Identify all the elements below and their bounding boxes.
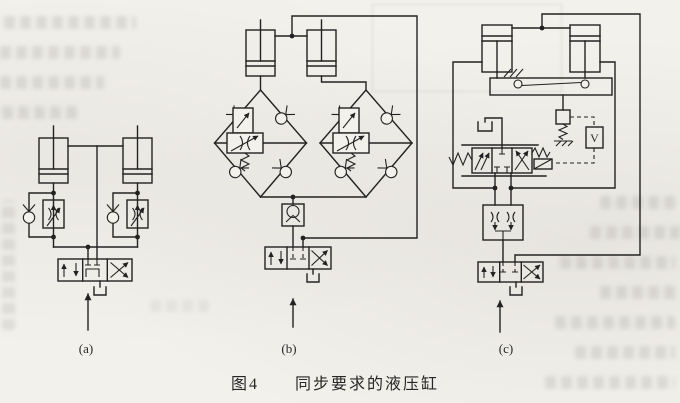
directional-valve	[57, 258, 133, 282]
tank-icon	[477, 121, 493, 132]
check-valve-boxed	[281, 196, 305, 248]
flow-divider	[482, 204, 524, 241]
signal-line	[570, 116, 595, 127]
hydraulic-cylinder	[38, 125, 69, 184]
flow-control-valve	[226, 107, 264, 172]
directional-valve	[477, 261, 544, 283]
throttle-check-unit	[22, 182, 65, 248]
sublabel-c: (c)	[499, 341, 513, 356]
circuit-b: (b)	[213, 15, 418, 356]
check-valve-bridge	[319, 75, 413, 199]
tank-icon	[93, 280, 107, 296]
signal-line	[554, 148, 595, 164]
spring-icon	[557, 123, 569, 140]
ground-hatch-icon	[554, 140, 574, 147]
hydraulic-cylinder	[306, 19, 337, 77]
figure-number: 图4	[231, 376, 259, 393]
check-valve-bridge	[213, 75, 308, 199]
beam-lever-linkage	[489, 68, 613, 96]
sublabel-b: (b)	[281, 341, 296, 356]
spring-icon	[531, 146, 551, 159]
pipe	[514, 13, 641, 263]
ground-hatch-icon	[503, 68, 524, 78]
hydraulic-cylinder	[481, 24, 513, 79]
hydraulic-cylinder	[245, 19, 276, 77]
amplifier: V	[585, 126, 604, 149]
amplifier-label: V	[590, 131, 599, 145]
position-sensor	[554, 94, 574, 147]
pipe	[510, 61, 616, 189]
solenoid-icon	[533, 158, 553, 170]
hydraulic-cylinder	[122, 125, 153, 184]
throttle-check-unit	[106, 182, 149, 248]
directional-valve	[264, 246, 332, 270]
sublabel-a: (a)	[79, 341, 93, 356]
circuit-a: (a)	[22, 125, 153, 356]
servo-valve	[448, 117, 553, 177]
drain-line	[484, 117, 503, 149]
tank-icon	[509, 281, 523, 296]
figure-title: 同步要求的液压缸	[295, 374, 439, 393]
pipe	[452, 61, 496, 189]
pipe	[494, 172, 512, 206]
circuit-c: V	[448, 13, 641, 356]
spring-icon	[448, 151, 473, 167]
tank-icon	[306, 268, 320, 283]
flow-control-valve	[332, 107, 370, 172]
hydraulic-cylinder	[569, 24, 601, 79]
